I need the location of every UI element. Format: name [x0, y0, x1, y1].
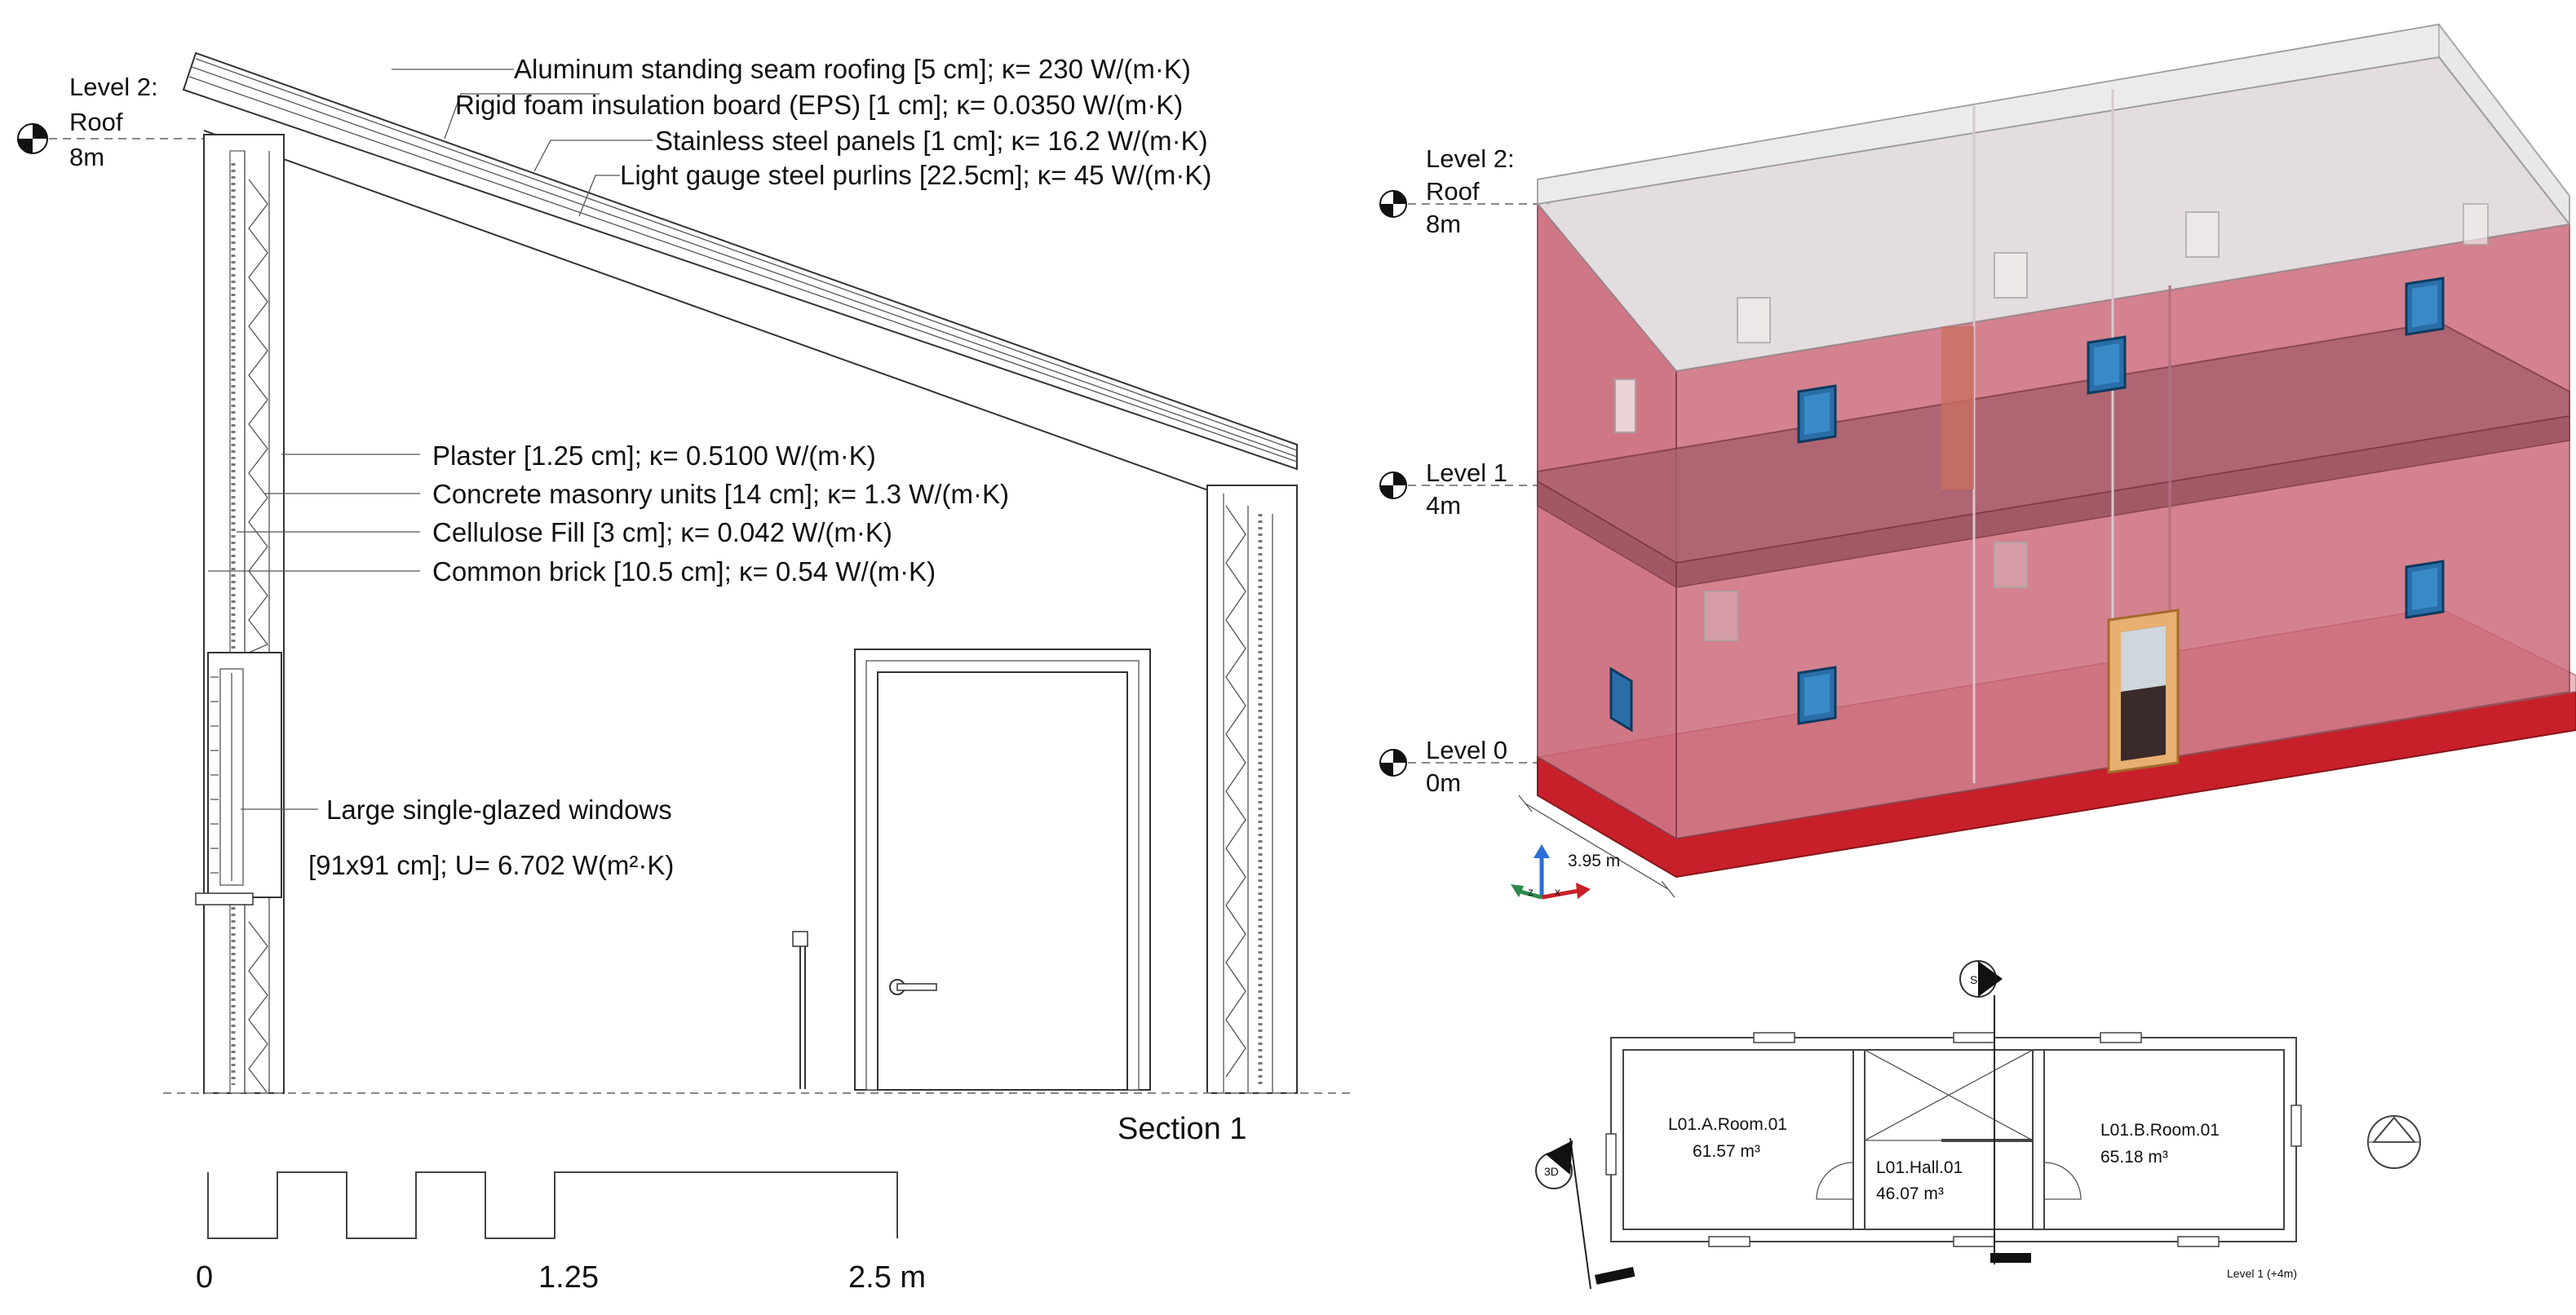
- level-name: Level 0: [1426, 736, 1507, 764]
- dimension-label: 3.95 m: [1568, 852, 1620, 870]
- isometric-model: Level 2: Roof 8m Level 1 4m Level 0 0m: [1379, 23, 2576, 900]
- window-3d-side: [1609, 666, 1633, 733]
- section-title: Section 1: [1118, 1112, 1246, 1146]
- leader-roof-2: [444, 93, 600, 139]
- view-tag-label: 3D: [1544, 1165, 1559, 1178]
- section-door: [854, 649, 1151, 1091]
- window-3d: [2405, 560, 2445, 619]
- roof-layer-label-1: Aluminum standing seam roofing [5 cm]; κ…: [514, 54, 1191, 84]
- window-3d: [1797, 666, 1837, 725]
- level-marker-roof-3d: Level 2: Roof 8m: [1379, 144, 1550, 238]
- level-sub: Roof: [69, 108, 123, 136]
- roof-slab: [182, 51, 1298, 523]
- plan-level-label: Level 1 (+4m): [2227, 1267, 2297, 1280]
- level-elev: 0m: [1426, 768, 1461, 797]
- level-elev: 8m: [69, 143, 104, 171]
- north-arrow: [2367, 1115, 2421, 1169]
- room-volume: 46.07 m³: [1876, 1184, 1944, 1203]
- room-volume: 61.57 m³: [1693, 1142, 1760, 1161]
- level-name: Level 1: [1426, 458, 1507, 487]
- level-sub: Roof: [1426, 177, 1480, 206]
- wall-layer-label-3: Cellulose Fill [3 cm]; κ= 0.042 W/(m·K): [432, 517, 892, 547]
- roof-layer-label-4: Light gauge steel purlins [22.5cm]; κ= 4…: [620, 160, 1211, 190]
- level-name: Level 2:: [1426, 144, 1515, 173]
- axis-z-label: z: [1528, 885, 1534, 898]
- level-marker-0-3d: Level 0 0m: [1379, 736, 1550, 797]
- right-wall: [1206, 485, 1298, 1094]
- scale-tick-2: 2.5 m: [848, 1260, 926, 1295]
- roof-layer-label-2: Rigid foam insulation board (EPS) [1 cm]…: [455, 90, 1183, 120]
- light-switch: [792, 931, 808, 1089]
- window-3d: [2405, 277, 2445, 336]
- section-tag-label: S1: [1970, 973, 1984, 986]
- roof-layer-label-3: Stainless steel panels [1 cm]; κ= 16.2 W…: [655, 126, 1208, 156]
- window-label: Large single-glazed windows: [326, 795, 672, 825]
- window-3d: [2087, 335, 2127, 395]
- level-elev: 4m: [1426, 491, 1461, 520]
- level-marker-1-3d: Level 1 4m: [1379, 458, 1550, 520]
- scale-bar: 0 1.25 2.5 m: [196, 1171, 926, 1295]
- window-spec-label: [91x91 cm]; U= 6.702 W(m²·K): [308, 850, 674, 880]
- level-name: Level 2:: [69, 73, 158, 101]
- section-tag: S1: [1959, 960, 2003, 998]
- scale-tick-0: 0: [196, 1260, 213, 1295]
- leader-roof-4: [578, 175, 620, 217]
- view-tag-3d: 3D: [1535, 1137, 1635, 1290]
- wall-layer-label-1: Plaster [1.25 cm]; κ= 0.5100 W/(m·K): [432, 441, 876, 471]
- room-name: L01.B.Room.01: [2100, 1121, 2220, 1140]
- window-3d: [1797, 384, 1837, 444]
- axis-x-label: x: [1555, 885, 1560, 898]
- section-drawing: Level 2: Roof 8m: [17, 51, 1354, 1295]
- leader-roof-3: [533, 139, 653, 172]
- dimension-line: [1525, 803, 1669, 890]
- axis-gizmo: z x: [1511, 844, 1591, 900]
- stair: [1864, 1049, 2034, 1142]
- floor-plan: S1 3D L01.A.Room.01 61.57 m³ L01.Hall.01…: [1535, 960, 2421, 1290]
- wall-layer-label-2: Concrete masonry units [14 cm]; κ= 1.3 W…: [432, 479, 1009, 509]
- level-marker-roof-section: Level 2: Roof 8m: [17, 73, 204, 171]
- left-wall: [195, 134, 285, 1094]
- scale-tick-1: 1.25: [538, 1260, 599, 1295]
- level-elev: 8m: [1426, 210, 1461, 238]
- door-3d: [2107, 609, 2180, 774]
- wall-layer-label-4: Common brick [10.5 cm]; κ= 0.54 W/(m·K): [432, 556, 936, 587]
- room-volume: 65.18 m³: [2100, 1148, 2168, 1167]
- room-name: L01.A.Room.01: [1668, 1115, 1787, 1134]
- room-name: L01.Hall.01: [1876, 1158, 1963, 1177]
- section-window: [207, 652, 282, 898]
